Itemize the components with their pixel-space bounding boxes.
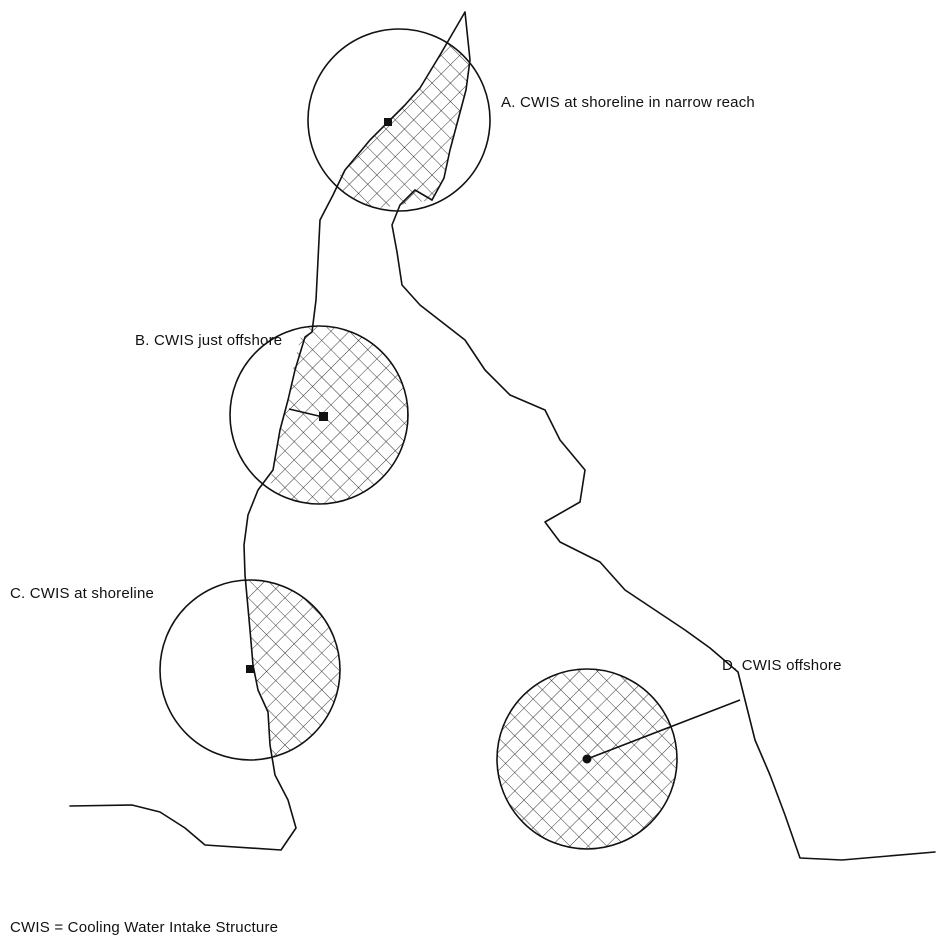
- label-c: C. CWIS at shoreline: [10, 585, 154, 602]
- intake-b-pipe: [288, 408, 324, 418]
- intake-b-marker: [319, 412, 328, 421]
- intake-d-pipe: [586, 699, 741, 760]
- intake-c-marker: [246, 665, 254, 673]
- zone-c-hatched: [246, 580, 340, 760]
- zone-d-circle: [496, 668, 678, 850]
- zone-a-circle: [307, 28, 491, 212]
- label-d: D. CWIS offshore: [722, 657, 842, 674]
- footnote: CWIS = Cooling Water Intake Structure: [10, 919, 278, 936]
- label-b: B. CWIS just offshore: [135, 332, 282, 349]
- intake-a-marker: [384, 118, 392, 126]
- intake-d-marker: [582, 754, 592, 764]
- zone-a-hatched: [308, 29, 470, 211]
- zone-c-circle: [159, 579, 341, 761]
- right-shoreline: [391, 189, 936, 861]
- label-a: A. CWIS at shoreline in narrow reach: [501, 94, 755, 111]
- left-shoreline: [69, 11, 471, 851]
- zone-b-hatched: [268, 326, 408, 504]
